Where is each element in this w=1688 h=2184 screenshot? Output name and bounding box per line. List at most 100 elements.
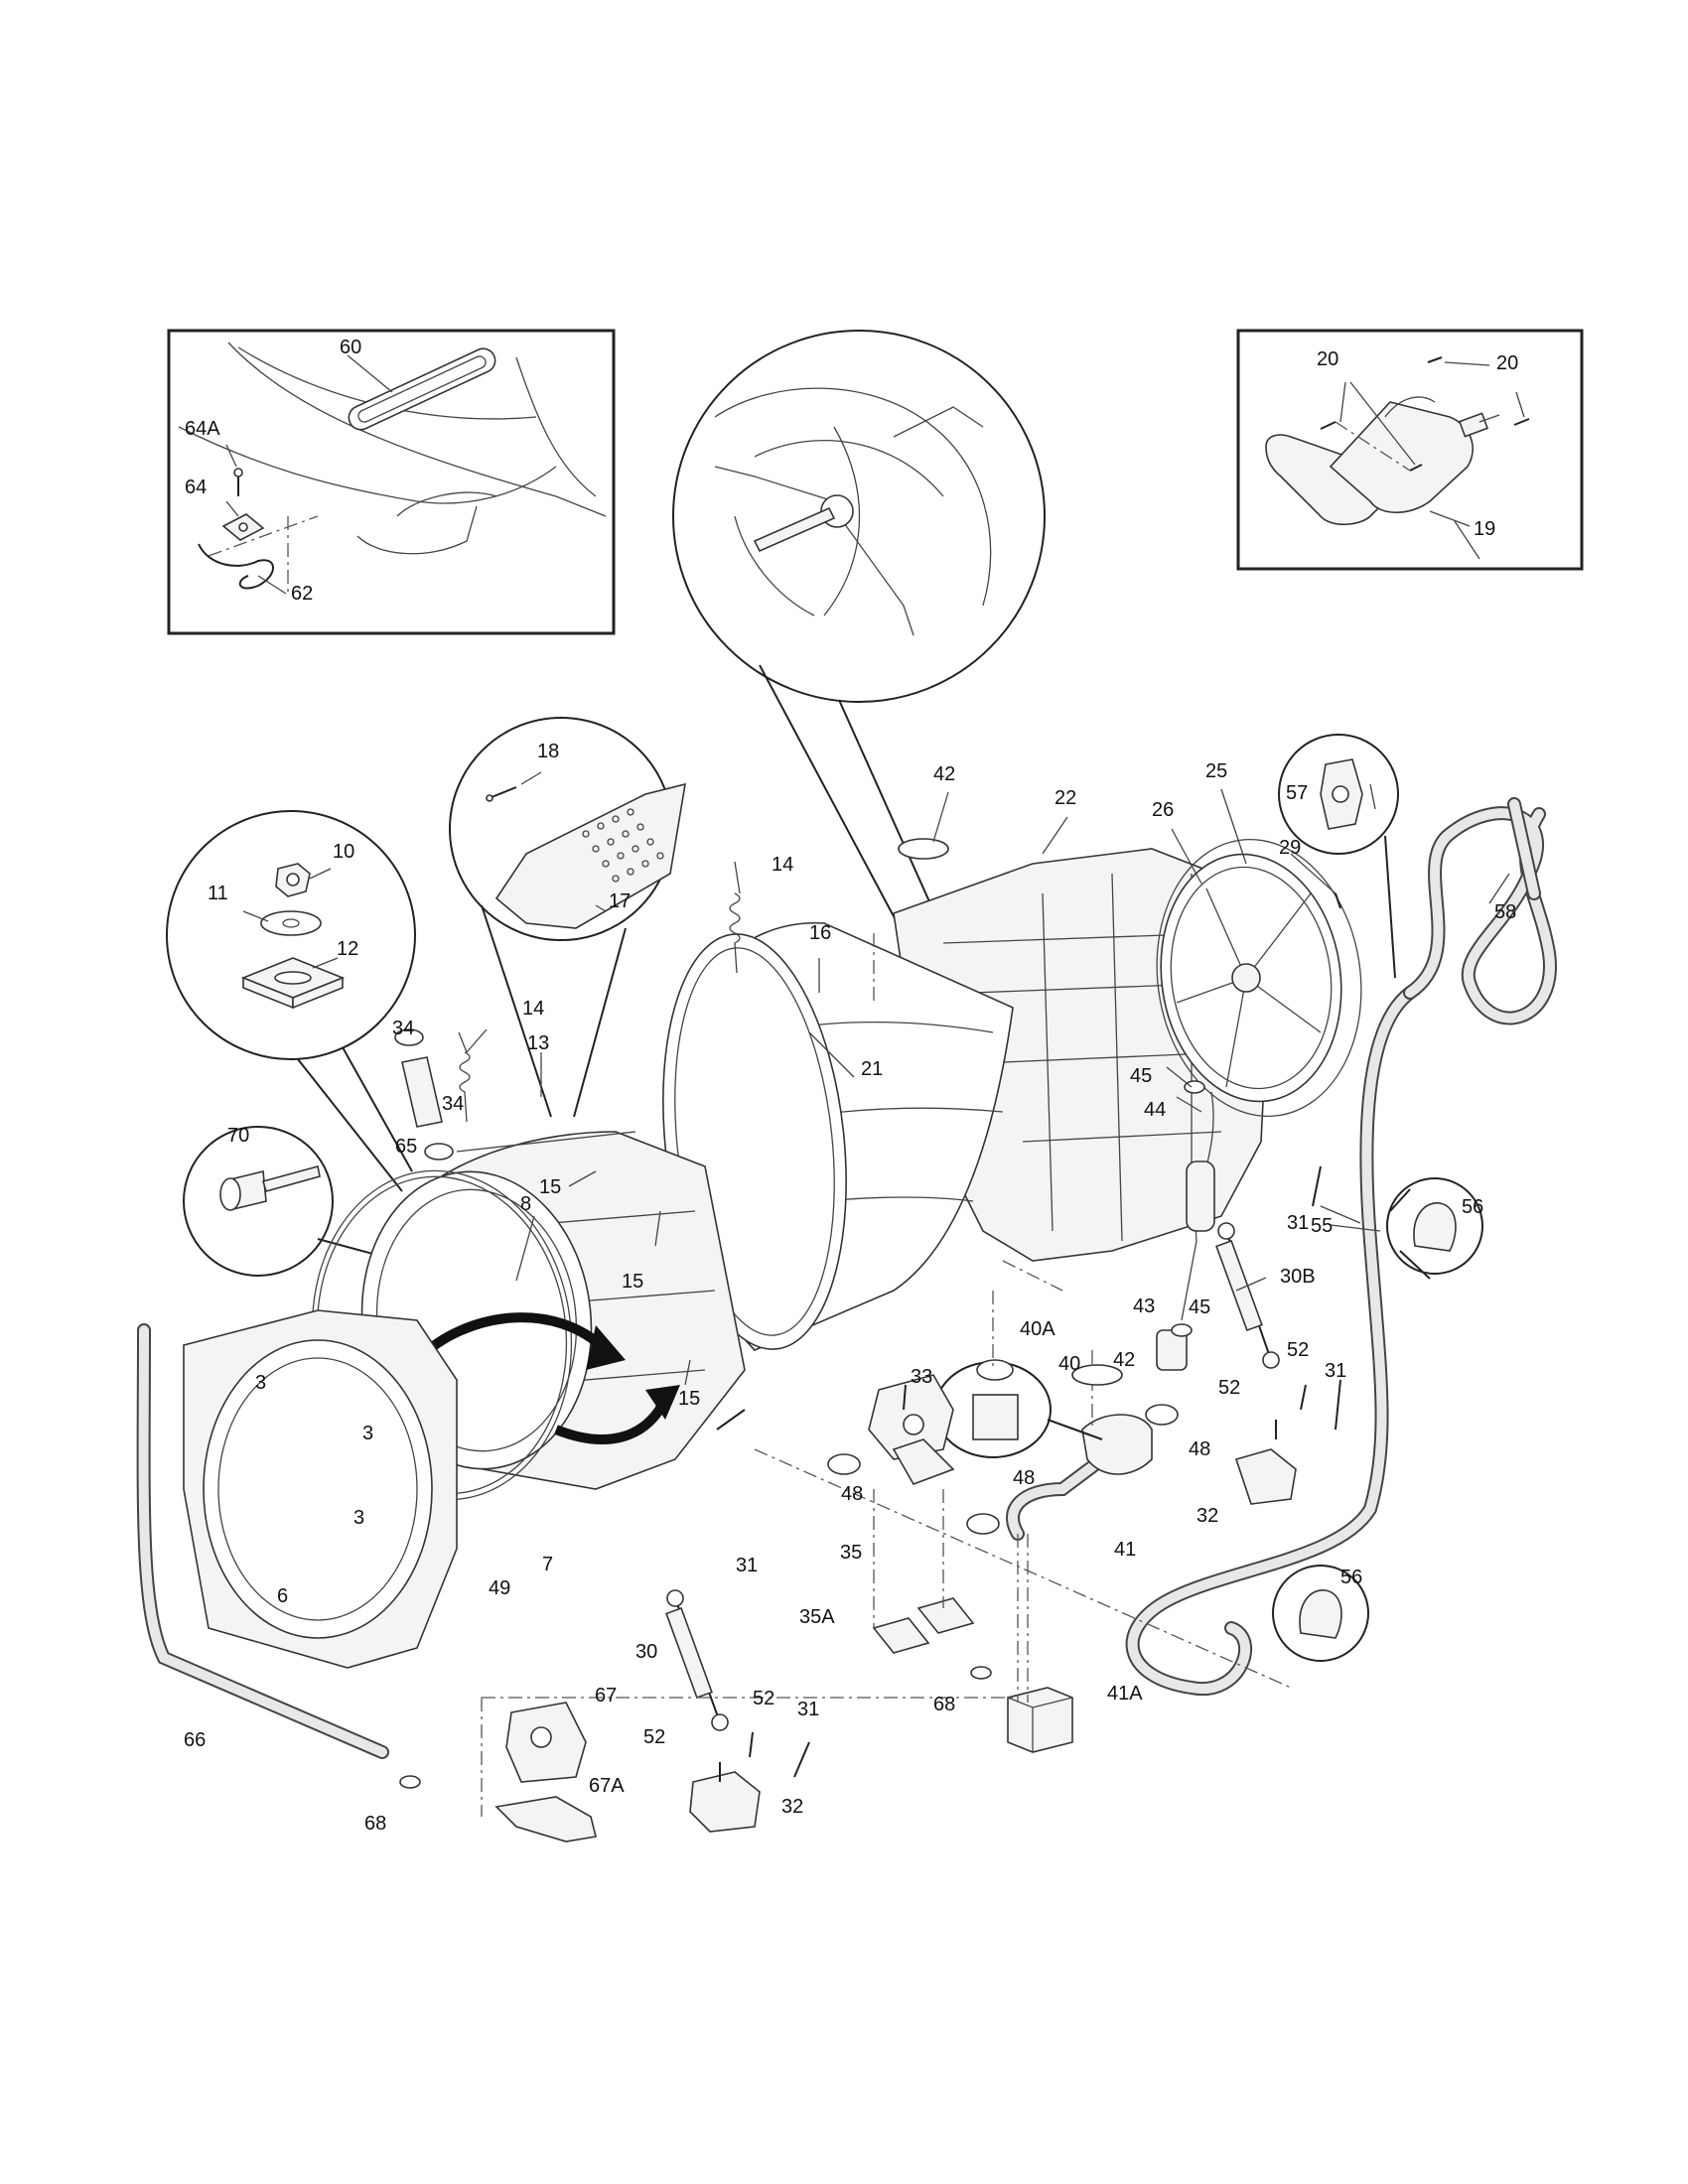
label-67: 67 — [595, 1685, 617, 1706]
clips-45 — [1171, 1080, 1205, 1337]
label-43: 43 — [1133, 1296, 1155, 1317]
pump-41-hose — [1006, 1414, 1153, 1541]
label-7: 7 — [542, 1554, 553, 1575]
label-3c: 3 — [353, 1507, 364, 1529]
inlet-hose-58 — [1403, 797, 1557, 1025]
label-3b: 3 — [362, 1423, 373, 1444]
label-20b: 20 — [1496, 352, 1518, 374]
label-68b: 68 — [364, 1813, 386, 1835]
label-34a: 34 — [392, 1018, 414, 1039]
label-56b: 56 — [1340, 1567, 1362, 1588]
part-10-nut — [275, 863, 311, 897]
drain-hose-55 — [1125, 986, 1417, 1697]
label-6: 6 — [277, 1585, 288, 1607]
clamp-42 — [898, 838, 1123, 1386]
part-17-baffle — [494, 782, 686, 929]
label-45a: 45 — [1130, 1065, 1152, 1087]
label-29: 29 — [1279, 837, 1301, 859]
valve-67 — [505, 1702, 587, 1783]
label-66: 66 — [184, 1729, 206, 1751]
label-65: 65 — [395, 1136, 417, 1158]
label-68a: 68 — [933, 1694, 955, 1715]
label-48c: 48 — [1189, 1438, 1210, 1460]
screws-52 — [719, 1384, 1307, 1782]
springs-14 — [458, 861, 741, 1123]
part-19-motor — [1265, 396, 1500, 526]
rotation-arrows — [413, 1312, 680, 1444]
label-42a: 42 — [933, 763, 955, 785]
pulley-26 — [1160, 853, 1342, 1103]
bracket-32b — [689, 1771, 761, 1833]
label-64a: 64A — [185, 418, 220, 440]
shock-30 — [665, 1589, 729, 1731]
part-12-rubber-pad — [240, 957, 346, 1010]
label-16: 16 — [809, 922, 831, 944]
label-62: 62 — [291, 583, 313, 605]
label-35: 35 — [840, 1542, 862, 1564]
label-32a: 32 — [1196, 1505, 1218, 1527]
label-52b: 52 — [1218, 1377, 1240, 1399]
label-10: 10 — [333, 841, 354, 863]
screw-33 — [903, 1384, 907, 1411]
label-14b: 14 — [522, 998, 544, 1020]
label-15c: 15 — [678, 1388, 700, 1410]
part-64a-screw — [233, 468, 243, 496]
label-40: 40 — [1058, 1353, 1080, 1375]
inner-drum-21 — [662, 922, 1014, 1351]
label-64: 64 — [185, 477, 207, 498]
label-67a: 67A — [589, 1775, 625, 1797]
label-13: 13 — [527, 1032, 549, 1054]
label-12: 12 — [337, 938, 358, 960]
filter-40 — [934, 1359, 1103, 1458]
label-60: 60 — [340, 337, 361, 358]
label-31a: 31 — [1287, 1212, 1309, 1234]
part-62-wire-clip — [198, 543, 274, 590]
part-64-nut-plate — [221, 513, 265, 541]
label-20a: 20 — [1317, 348, 1338, 370]
detail-circle-drum-spider — [672, 330, 1046, 1038]
label-55: 55 — [1311, 1215, 1333, 1237]
label-22: 22 — [1055, 787, 1076, 809]
label-52a: 52 — [1287, 1339, 1309, 1361]
label-48b: 48 — [1013, 1467, 1035, 1489]
detail-circle-baffle — [449, 717, 686, 1118]
hose-66 — [136, 1323, 389, 1759]
inset-motor-detail — [1236, 329, 1584, 571]
label-31c: 31 — [736, 1555, 758, 1576]
label-14a: 14 — [772, 854, 793, 876]
label-34b: 34 — [442, 1093, 464, 1115]
label-25: 25 — [1205, 760, 1227, 782]
label-48a: 48 — [841, 1483, 863, 1505]
label-35a: 35A — [799, 1606, 835, 1628]
bracket-32a — [1234, 1448, 1297, 1505]
label-40a: 40A — [1020, 1318, 1055, 1340]
label-15b: 15 — [622, 1271, 643, 1293]
label-31b: 31 — [1325, 1360, 1346, 1382]
drain-pump-35 — [868, 1374, 955, 1485]
label-56a: 56 — [1462, 1196, 1483, 1218]
screw-29 — [1335, 892, 1341, 909]
label-41: 41 — [1114, 1539, 1136, 1561]
shock-30b — [1215, 1222, 1280, 1369]
label-15a: 15 — [539, 1176, 561, 1198]
clamps-48 — [827, 1404, 1179, 1535]
label-44: 44 — [1144, 1099, 1166, 1121]
label-57: 57 — [1286, 782, 1308, 804]
detail-circle-56a — [1386, 1177, 1483, 1280]
label-19: 19 — [1474, 518, 1495, 540]
detail-circle-mounting-hardware — [166, 810, 416, 1192]
pads-35a — [872, 1597, 975, 1654]
label-8: 8 — [520, 1193, 531, 1215]
label-33: 33 — [911, 1366, 932, 1388]
dashed-leaders — [481, 933, 1292, 1817]
label-41a: 41A — [1107, 1683, 1143, 1705]
detail-circle-57 — [1278, 734, 1399, 979]
clamps-68 — [399, 1666, 992, 1789]
label-21: 21 — [861, 1058, 883, 1080]
label-31d: 31 — [797, 1699, 819, 1720]
label-52d: 52 — [643, 1726, 665, 1748]
label-49: 49 — [489, 1577, 510, 1599]
detail-circle-70 — [183, 1126, 418, 1277]
part-labels: 60 64A 64 62 20 20 19 18 17 14 14 10 11 … — [184, 337, 1518, 1835]
